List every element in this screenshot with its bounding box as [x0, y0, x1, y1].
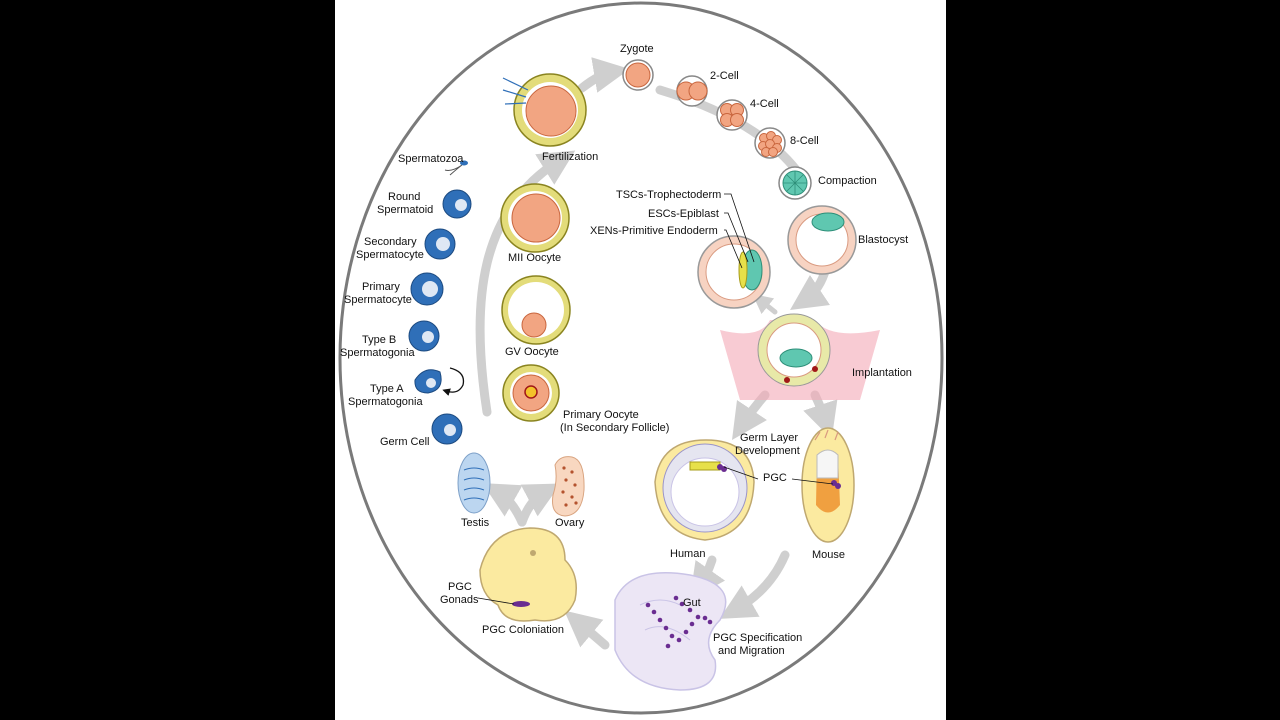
label-human: Human — [670, 548, 705, 560]
label-mii-oocyte: MII Oocyte — [508, 252, 561, 264]
gv-oocyte — [501, 275, 571, 345]
spermatozoa — [444, 160, 468, 176]
label-germ-layer-1: Germ Layer — [740, 432, 798, 444]
gonads-leader-line — [477, 597, 515, 605]
label-fertilization: Fertilization — [542, 151, 598, 163]
label-type-a-1: Type A — [370, 383, 404, 395]
migration-embryo — [614, 572, 727, 691]
primary-oocyte — [502, 364, 560, 422]
germ-cell — [431, 413, 463, 445]
label-tscs: TSCs-Trophectoderm — [616, 189, 721, 201]
implantation-site — [720, 313, 880, 400]
arrow-to-colonization — [564, 610, 610, 650]
label-pgc: PGC — [763, 472, 787, 484]
four-cell-embryo — [716, 99, 748, 131]
mouse-egg-cylinder — [801, 427, 855, 543]
label-gv-oocyte: GV Oocyte — [505, 346, 559, 358]
label-pgc-gonads-2: Gonads — [440, 594, 479, 606]
label-compaction: Compaction — [818, 175, 877, 187]
label-secondary-spermatocyte-2: Spermatocyte — [356, 249, 424, 261]
label-4-cell: 4-Cell — [750, 98, 779, 110]
label-spermatozoa: Spermatozoa — [398, 153, 464, 165]
arrow-mouse-to-migration — [719, 550, 790, 619]
label-pgc-gonads-1: PGC — [448, 581, 472, 593]
colonization-embryo — [479, 527, 577, 622]
secondary-spermatocyte — [424, 228, 456, 260]
label-type-a-2: Spermatogonia — [348, 396, 423, 408]
two-cell-embryo — [676, 75, 708, 107]
arrow-oogenesis-up — [475, 150, 576, 417]
label-primary-spermatocyte-1: Primary — [362, 281, 400, 293]
zygote — [622, 59, 654, 91]
label-germ-cell: Germ Cell — [380, 436, 430, 448]
label-blastocyst: Blastocyst — [858, 234, 908, 246]
label-primary-oocyte-2: (In Secondary Follicle) — [560, 422, 669, 434]
lineage-leader-lines — [724, 193, 755, 269]
label-round-spermatoid-2: Spermatoid — [377, 204, 433, 216]
blastocyst — [787, 205, 857, 275]
fertilization-oocyte — [502, 73, 587, 147]
arrow-split-ovary — [517, 483, 561, 527]
label-ovary: Ovary — [555, 517, 585, 529]
label-germ-layer-2: Development — [735, 445, 800, 457]
label-type-b-2: Spermatogonia — [340, 347, 415, 359]
label-type-b-1: Type B — [362, 334, 396, 346]
label-round-spermatoid-1: Round — [388, 191, 420, 203]
label-pgc-spec-2: and Migration — [718, 645, 785, 657]
label-primary-spermatocyte-2: Spermatocyte — [344, 294, 412, 306]
label-pgc-colonization: PGC Coloniation — [482, 624, 564, 636]
ovary — [552, 456, 585, 517]
arrow-implant-to-blasto — [752, 293, 778, 315]
label-primary-oocyte-1: Primary Oocyte — [563, 409, 639, 421]
round-spermatoid — [442, 189, 472, 219]
type-b-spermatogonia — [408, 320, 440, 352]
label-implantation: Implantation — [852, 367, 912, 379]
primary-spermatocyte — [410, 272, 444, 306]
self-renewal-arrow — [442, 367, 465, 396]
compaction-embryo — [778, 166, 812, 200]
label-8-cell: 8-Cell — [790, 135, 819, 147]
eight-cell-embryo — [754, 127, 786, 159]
label-mouse: Mouse — [812, 549, 845, 561]
type-a-spermatogonia — [414, 369, 442, 394]
cycle-ellipse — [338, 1, 944, 715]
human-embryo — [654, 439, 755, 541]
testis — [457, 452, 491, 514]
label-pgc-spec-1: PGC Specification — [713, 632, 802, 644]
label-2-cell: 2-Cell — [710, 70, 739, 82]
label-secondary-spermatocyte-1: Secondary — [364, 236, 417, 248]
late-blastocyst — [697, 235, 771, 309]
label-zygote: Zygote — [620, 43, 654, 55]
arrow-split-testis — [482, 483, 527, 527]
mii-oocyte — [500, 183, 570, 253]
label-testis: Testis — [461, 517, 490, 529]
label-escs: ESCs-Epiblast — [648, 208, 719, 220]
arrow-to-zygote — [577, 57, 630, 93]
pgc-leader-lines — [723, 466, 834, 485]
label-xens: XENs-Primitive Endoderm — [590, 225, 718, 237]
label-gut: Gut — [683, 597, 701, 609]
